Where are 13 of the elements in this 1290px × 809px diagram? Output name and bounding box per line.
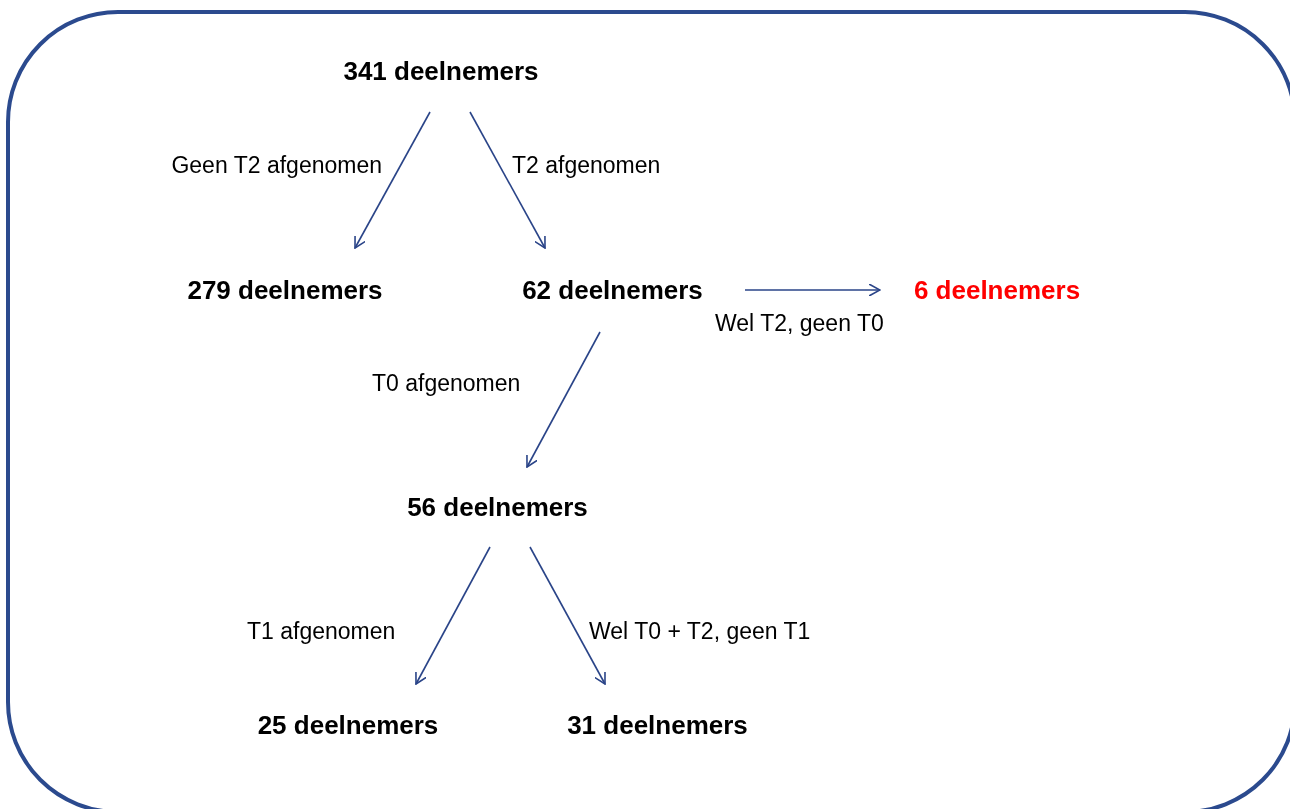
arrow xyxy=(469,111,546,249)
participant-count: 279 deelnemers xyxy=(187,274,383,306)
arrow xyxy=(354,111,431,249)
arrow xyxy=(526,331,601,468)
participant-count: 62 deelnemers xyxy=(522,274,703,306)
participant-count: 6 deelnemers xyxy=(913,274,1081,306)
arrow xyxy=(744,283,881,297)
participant-count: 25 deelnemers xyxy=(257,709,439,741)
participant-count: 341 deelnemers xyxy=(343,55,539,87)
arrow xyxy=(529,546,606,685)
participant-count: 56 deelnemers xyxy=(407,491,588,523)
participant-count: 31 deelnemers xyxy=(567,709,748,741)
arrow xyxy=(415,546,491,685)
